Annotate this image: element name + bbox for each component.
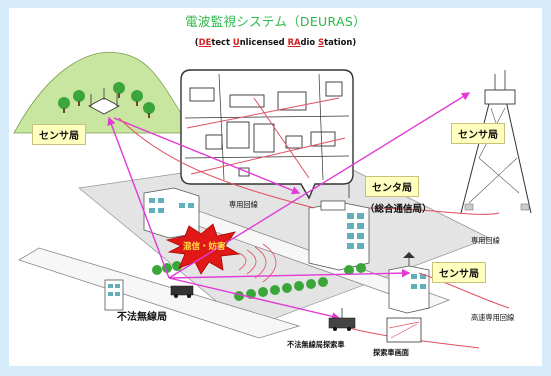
center-station-sublabel: （総合通信局） (365, 204, 432, 215)
dedicated-line-label-1: 専用回線 (229, 200, 258, 209)
sensor-station-label-left: センサ局 (32, 124, 86, 145)
building-small (104, 279, 124, 311)
subtitle-part: dio (300, 37, 319, 47)
sensor-roof-icon (403, 252, 415, 266)
scene-illustration (13, 51, 532, 349)
probe-vehicle-label: 不法無線局探索車 (287, 340, 345, 349)
center-station-building (308, 183, 370, 271)
signal-lines (107, 92, 471, 321)
subtitle-part-highlight: DE (198, 37, 212, 47)
subtitle-part: tect (211, 37, 233, 47)
monitor-screen-bubble (180, 69, 354, 200)
subtitle-part: nlicensed (239, 37, 288, 47)
hill (13, 51, 185, 134)
illegal-station-car-icon (170, 285, 194, 298)
trees-on-hill (58, 82, 155, 118)
sensor-tower-icon (460, 70, 532, 214)
subtitle-part-highlight: U (232, 37, 240, 47)
radio-waves (238, 243, 277, 283)
subtitle-part: tation) (324, 37, 357, 47)
high-speed-line-label: 高速専用回線 (471, 313, 515, 322)
probe-screen-label: 探索車画面 (373, 348, 409, 357)
probe-vehicle-icon (328, 308, 356, 331)
sensor-station-label-right-bottom: センサ局 (432, 262, 486, 283)
diagram-panel: 電波監視システム（DEURAS） (DEtect Unlicensed RAdi… (9, 8, 542, 366)
dedicated-line-label-2: 専用回線 (471, 236, 500, 245)
sensor-station-label-right-top: センサ局 (451, 123, 505, 144)
interference-burst-icon (165, 223, 241, 275)
illegal-station-label: 不法無線局 (117, 312, 167, 323)
probe-screen-icon (386, 317, 422, 343)
subtitle-part-highlight: S (318, 37, 325, 47)
sensor-station-hill-icon (88, 88, 120, 115)
subtitle-part-highlight: RA (287, 37, 301, 47)
center-station-label: センタ局 (365, 176, 419, 197)
road (18, 247, 301, 339)
interference-label: 混信・妨害 (183, 242, 226, 252)
diagram-title: 電波監視システム（DEURAS） (185, 14, 366, 29)
subtitle-part: ( (194, 37, 199, 47)
diagram-subtitle: (DEtect Unlicensed RAdio Station) (9, 37, 542, 47)
